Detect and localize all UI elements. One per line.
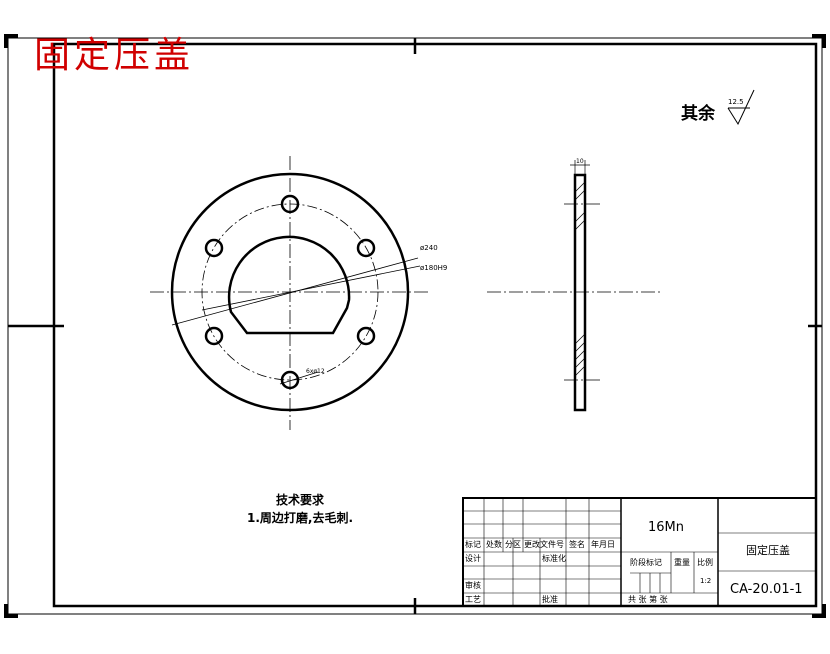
tb-part-name: 固定压盖: [746, 544, 790, 557]
tb-drawing-no: CA-20.01-1: [730, 582, 803, 597]
tb-material: 16Mn: [648, 520, 684, 535]
tb-label-review: 审核: [465, 581, 481, 590]
tb-label-sign: 签名: [569, 540, 585, 549]
tb-label-standardize: 标准化: [542, 554, 566, 563]
thickness-dim: [570, 160, 590, 175]
tb-label-weight: 重量: [674, 558, 690, 567]
side-plate: [573, 173, 587, 412]
front-view: [150, 156, 430, 430]
tech-heading: 技术要求: [275, 493, 324, 507]
tb-label-process: 工艺: [465, 595, 481, 604]
dim-thickness: 10: [576, 158, 584, 165]
drawing-title-red: 固定压盖: [34, 35, 195, 76]
roughness-symbol: [727, 89, 755, 126]
tb-label-mark: 标记: [465, 540, 481, 549]
outer-trim-frame: [7, 37, 823, 615]
center-cutout: [227, 235, 351, 335]
tb-label-zone: 分区: [505, 540, 521, 549]
tb-label-ratio: 比例: [697, 558, 713, 567]
dim-hole: 6xø12: [306, 368, 325, 375]
tb-label-date: 年月日: [591, 540, 615, 549]
tb-label-stage-mark: 阶段标记: [630, 558, 662, 567]
side-view: [487, 160, 660, 412]
tb-label-design: 设计: [465, 554, 481, 563]
side-center-lines: [487, 203, 660, 381]
tech-requirements: 技术要求 1.周边打磨,去毛刺.: [200, 491, 400, 527]
dim-bolt-circle: ø180H9: [420, 264, 447, 272]
corner-marks: [4, 34, 826, 618]
roughness-note: 其余: [681, 104, 715, 124]
tb-label-count: 处数: [486, 540, 502, 549]
title-block: [462, 497, 817, 607]
dim-outer-dia: ø240: [420, 244, 438, 252]
tb-label-approve: 批准: [542, 595, 558, 604]
drawing-border: [52, 42, 818, 608]
roughness-value: 12.5: [728, 98, 744, 106]
tb-label-sheets: 共 张 第 张: [628, 595, 668, 604]
dimension-lines: [171, 257, 421, 385]
tb-label-change-doc: 更改文件号: [524, 540, 564, 549]
centering-marks: [8, 38, 822, 614]
side-hatching: [574, 181, 586, 377]
tech-item-1: 1.周边打磨,去毛刺.: [246, 511, 354, 525]
tb-scale: 1:2: [700, 577, 712, 585]
